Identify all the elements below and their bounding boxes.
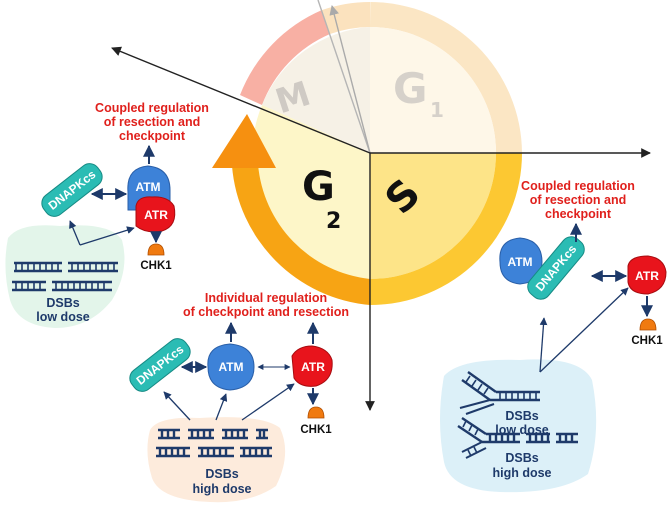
- left-title-line3: checkpoint: [119, 129, 186, 143]
- left-dsb-to-atm-arrow: [79, 226, 135, 246]
- g1-ring: [370, 2, 522, 153]
- left-atm-label: ATM: [135, 180, 160, 194]
- right-dna-low: [459, 371, 540, 415]
- right-chk1-shape: [639, 318, 657, 331]
- middle-dsb-label-line2: high dose: [192, 482, 251, 496]
- middle-title-line2: of checkpoint and resection: [183, 305, 349, 319]
- upper-quarter: [370, 27, 496, 153]
- axis-left: [111, 46, 371, 154]
- left-chk1-label: CHK1: [140, 260, 172, 272]
- right-title-line1: Coupled regulation: [521, 179, 635, 193]
- left-title-line2: of resection and: [104, 115, 201, 129]
- middle-atr-shape: [291, 345, 333, 387]
- right-title-line3: checkpoint: [545, 207, 612, 221]
- m-sector: [262, 27, 370, 153]
- phase-g2-sub: 2: [326, 209, 341, 234]
- g2-arrow-ring: [232, 164, 370, 305]
- phase-g2-label: G: [302, 164, 335, 210]
- left-panel: Coupled regulation of resection and chec…: [5, 101, 209, 328]
- g2-arrow-head: [212, 114, 276, 168]
- right-atr-label: ATR: [635, 269, 659, 283]
- right-chk1-label: CHK1: [631, 335, 663, 347]
- phase-g1-label: G: [393, 64, 427, 113]
- s-sector: [370, 153, 496, 279]
- right-dna-high: [457, 417, 578, 459]
- middle-dsb-label-line1: DSBs: [205, 467, 238, 481]
- right-atm-shape: [499, 237, 543, 285]
- middle-title-line1: Individual regulation: [205, 291, 327, 305]
- middle-atm-label: ATM: [218, 360, 243, 374]
- s-ring: [370, 153, 522, 305]
- axis-gray-up: [329, 5, 371, 154]
- right-atr-shape: [627, 255, 667, 295]
- left-atr-label: ATR: [144, 208, 168, 222]
- middle-atr-label: ATR: [301, 360, 325, 374]
- right-dsb-to-atr-arrow: [539, 287, 629, 373]
- left-dsb-bg: [5, 225, 125, 328]
- phase-g1-sub: 1: [430, 98, 444, 122]
- left-dsb-label-line2: low dose: [36, 310, 90, 324]
- right-dsb-high-line1: DSBs: [505, 451, 538, 465]
- left-chk1-shape: [147, 243, 165, 256]
- right-title-line2: of resection and: [530, 193, 627, 207]
- right-atm-label: ATM: [507, 255, 532, 269]
- left-dsb-arrows: [69, 220, 81, 246]
- cell-cycle: M G 1 G 2 S: [111, 0, 651, 411]
- middle-dsb-to-atr-arrow: [241, 383, 295, 421]
- m-ring: [240, 10, 330, 105]
- right-dsb-high-line2: high dose: [492, 466, 551, 480]
- right-dsb-low-line1: DSBs: [505, 409, 538, 423]
- left-dna-breaks: [12, 261, 118, 292]
- middle-dsb-to-dnapkcs-arrow: [163, 391, 191, 421]
- left-title-line1: Coupled regulation: [95, 101, 209, 115]
- middle-dna-breaks: [156, 428, 272, 458]
- g2-sector: [252, 105, 370, 279]
- middle-chk1-label: CHK1: [300, 424, 332, 436]
- left-dsb-label-line1: DSBs: [46, 296, 79, 310]
- middle-dsb-bg: [147, 417, 286, 503]
- left-dnapkcs: DNAPKcs: [41, 163, 103, 217]
- m-separator: [317, 0, 371, 154]
- middle-chk1-shape: [307, 406, 325, 419]
- right-panel: Coupled regulation of resection and chec…: [440, 179, 667, 493]
- middle-dsb-to-atm-arrow: [215, 393, 228, 421]
- middle-dnapkcs: DNAPKcs: [129, 338, 191, 392]
- middle-panel: Individual regulation of checkpoint and …: [129, 291, 349, 503]
- middle-atm-shape: [207, 343, 255, 391]
- right-dsb-to-dnapkcs-arrow: [539, 317, 548, 373]
